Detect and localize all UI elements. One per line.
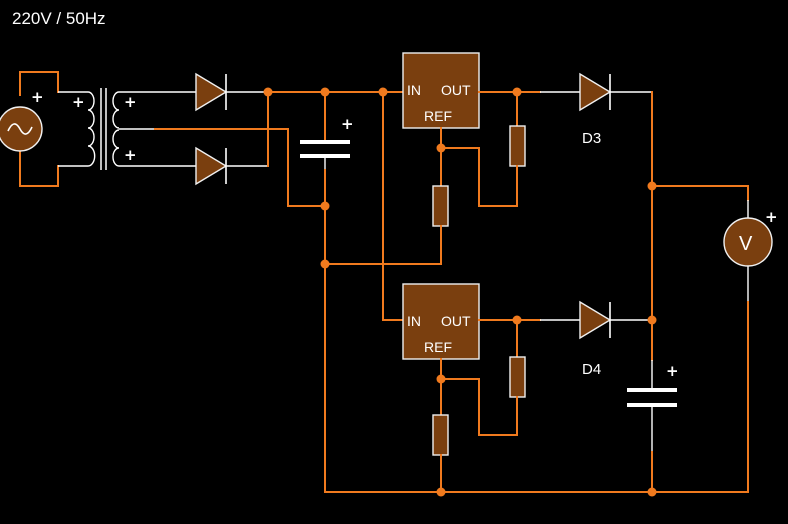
diode-d4: D4 — [579, 300, 652, 378]
voltmeter-symbol: V — [739, 233, 753, 255]
bottom-regulator-feed — [382, 91, 404, 321]
supply-label: 220V / 50Hz — [12, 9, 106, 28]
regulator-bottom: IN OUT REF — [402, 283, 480, 360]
center-tap-wire — [154, 128, 326, 207]
resistor-r1 — [509, 125, 526, 167]
filter-cap-plus: + — [341, 115, 354, 133]
filter-capacitor: + — [300, 91, 749, 493]
voltmeter-plus-mark: + — [765, 208, 778, 226]
output-cap-plus: + — [666, 362, 679, 380]
sine-wave-icon — [7, 123, 33, 135]
resistor-r4 — [432, 414, 449, 456]
regulator-top-out-label: OUT — [441, 82, 471, 98]
regulator-top: IN OUT REF — [402, 52, 480, 129]
regulator-bottom-in-label: IN — [407, 313, 421, 329]
rectifier-diode-top — [155, 72, 268, 112]
regulator-bottom-ref-label: REF — [424, 339, 452, 355]
voltmeter: V + — [651, 185, 778, 493]
diode-d3-label: D3 — [582, 130, 601, 147]
transformer-primary-plus: + — [72, 93, 85, 111]
regulator-bottom-out-label: OUT — [441, 313, 471, 329]
resistor-r2 — [432, 185, 449, 227]
ac-source: + — [0, 71, 59, 187]
transformer-secondary-plus-top: + — [124, 93, 137, 111]
regulator-top-in-label: IN — [407, 82, 421, 98]
rectifier-diode-bottom — [155, 146, 268, 186]
junction-dots — [263, 87, 657, 497]
source-plus-mark: + — [31, 88, 44, 106]
transformer-secondary-plus-bottom: + — [124, 146, 137, 164]
diode-d3: D3 — [579, 72, 652, 147]
regulator-top-ref-label: REF — [424, 108, 452, 124]
output-capacitor: + — [627, 319, 679, 493]
diode-d4-label: D4 — [582, 361, 601, 378]
transformer: + + + — [58, 88, 155, 170]
resistor-r3 — [509, 356, 526, 398]
